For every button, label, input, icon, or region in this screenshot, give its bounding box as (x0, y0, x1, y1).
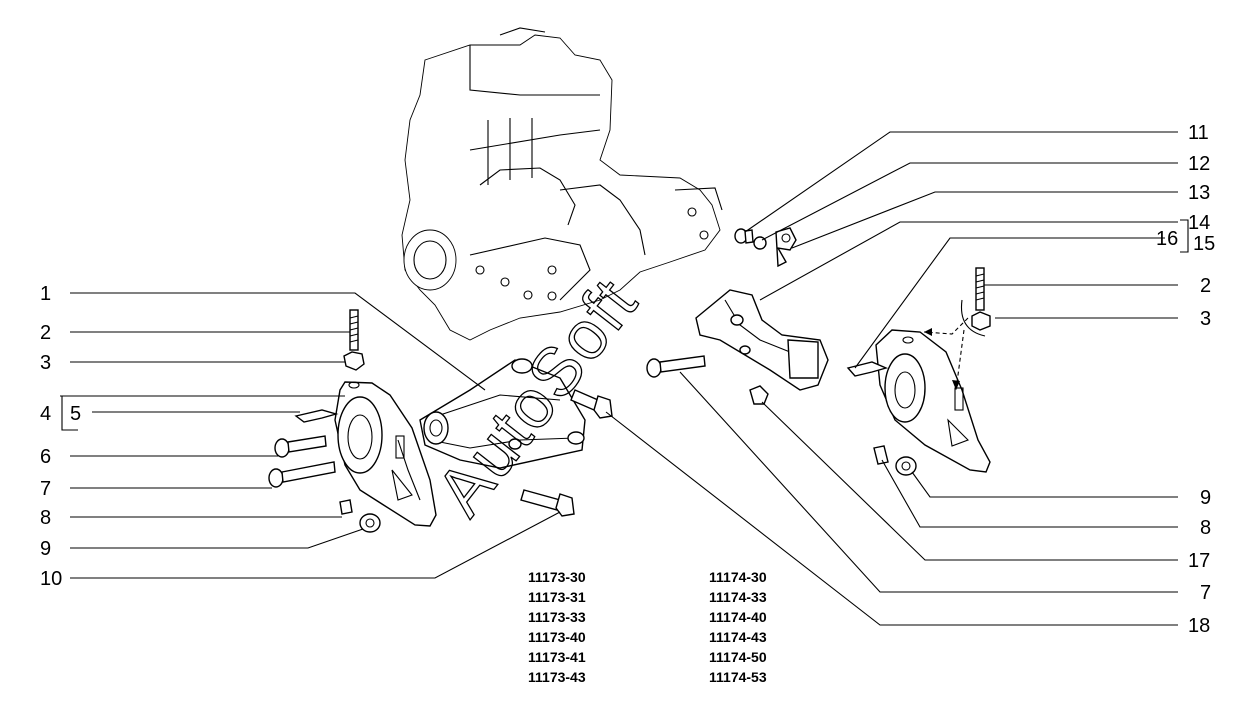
callout-5: 5 (70, 403, 81, 425)
right-stud-2 (975, 267, 985, 311)
model-code: 11173-31 (528, 589, 586, 605)
model-code: 11174-40 (709, 609, 767, 625)
bolt-11 (734, 228, 754, 244)
model-code: 11173-41 (528, 649, 586, 665)
model-codes-right: 11174-30 11174-33 11174-40 11174-43 1117… (709, 569, 767, 685)
left-mount-plate-4 (334, 381, 437, 527)
right-bolt-8 (873, 445, 889, 465)
model-code: 11173-43 (528, 669, 586, 685)
callout-8-right: 8 (1200, 517, 1211, 539)
model-code: 11174-53 (709, 669, 767, 685)
left-bolt-7 (268, 461, 336, 488)
left-bolt-10 (520, 489, 575, 517)
model-code: 11174-43 (709, 629, 767, 645)
callout-3-left: 3 (40, 352, 51, 374)
assembly-arrows (923, 299, 986, 391)
callout-1: 1 (40, 283, 51, 305)
model-code: 11174-50 (709, 649, 767, 665)
callout-2-left: 2 (40, 322, 51, 344)
right-mount-plate-15 (875, 329, 991, 473)
callout-8-left: 8 (40, 507, 51, 529)
callout-3-right: 3 (1200, 308, 1211, 330)
model-code: 11174-30 (709, 569, 767, 585)
model-code: 11173-40 (528, 629, 586, 645)
callout-15: 15 (1193, 233, 1215, 255)
callout-9-left: 9 (40, 538, 51, 560)
callout-7-right: 7 (1200, 582, 1211, 604)
model-code: 11173-30 (528, 569, 586, 585)
right-washer-9 (895, 456, 917, 476)
leader-lines (60, 131, 1189, 626)
center-bracket-14 (695, 289, 829, 391)
callout-17: 17 (1188, 550, 1210, 572)
callout-18: 18 (1188, 615, 1210, 637)
model-codes-left: 11173-30 11173-31 11173-33 11173-40 1117… (528, 569, 586, 685)
right-nut-3 (971, 311, 991, 331)
group-bracket-4-5 (61, 396, 78, 431)
callout-13: 13 (1188, 182, 1210, 204)
callout-9-right: 9 (1200, 487, 1211, 509)
model-code: 11173-33 (528, 609, 586, 625)
left-washer-9 (359, 513, 381, 533)
right-clip-16 (846, 361, 889, 377)
callout-10: 10 (40, 568, 62, 590)
left-small-clip-5 (294, 409, 339, 423)
left-bolt-6 (274, 435, 327, 458)
callout-14: 14 (1188, 212, 1210, 234)
callout-16: 16 (1156, 228, 1178, 250)
nut-17 (749, 385, 769, 405)
callout-2-right: 2 (1200, 275, 1211, 297)
callout-7-left: 7 (40, 478, 51, 500)
left-stud-2 (349, 309, 359, 351)
model-code: 11174-33 (709, 589, 767, 605)
callout-11: 11 (1188, 122, 1209, 144)
left-nut-3 (343, 351, 365, 371)
bolt-7-right (646, 355, 706, 378)
left-bolt-8 (339, 499, 353, 515)
bracket-13 (775, 227, 797, 268)
callout-6: 6 (40, 446, 51, 468)
callout-12: 12 (1188, 153, 1210, 175)
callout-numbers: 1 2 3 4 5 6 7 8 9 10 11 12 13 14 16 15 2… (40, 122, 1215, 637)
callout-4: 4 (40, 403, 51, 425)
engine-block (401, 27, 723, 341)
left-bracket-1 (419, 358, 586, 469)
